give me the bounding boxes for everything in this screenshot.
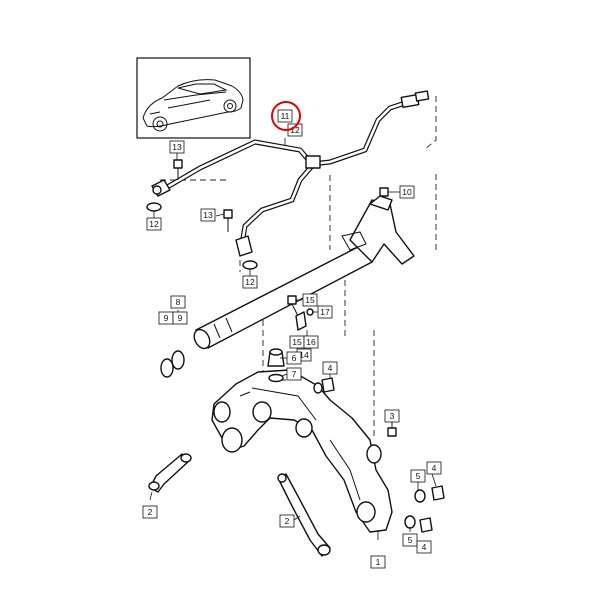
callout-13-b-label: 13 [203,210,213,220]
callout-3-label: 3 [390,411,395,421]
callout-17: 17 [317,305,333,319]
callout-13-b: 13 [200,208,216,222]
callout-16-label: 16 [306,337,316,347]
o-ring-group-top [146,202,258,270]
callout-5-b-label: 5 [408,535,413,545]
callout-14-label: 14 [299,350,309,360]
callouts: 11 12 13 12 13 12 10 8 9 9 15 17 15 16 1… [142,109,442,569]
callout-12-top: 12 [287,123,303,137]
callout-4-c: 4 [416,540,432,554]
car-icon [142,79,244,132]
callout-4-a-label: 4 [328,363,333,373]
callout-1: 1 [370,555,386,569]
bracket-2-right [277,473,331,557]
callout-7-label: 7 [292,369,297,379]
callout-12-a-label: 12 [149,219,159,229]
callout-16: 16 [303,335,319,349]
callout-2-a-label: 2 [148,507,153,517]
callout-1-label: 1 [376,557,381,567]
callout-13-a-label: 13 [172,142,182,152]
callout-12-b: 12 [242,275,258,289]
callout-15-b: 15 [289,335,305,349]
highlight-circle [271,101,301,131]
callout-4-b-label: 4 [432,463,437,473]
callout-10: 10 [399,185,415,199]
o-ring-group-left [160,350,185,378]
callout-12-a: 12 [146,217,162,231]
callout-2-a: 2 [142,505,158,519]
callout-5-b: 5 [402,533,418,547]
water-pipe [193,195,415,350]
callout-5-a: 5 [410,469,426,483]
callout-9-b-label: 9 [178,313,183,323]
callout-6-label: 6 [292,353,297,363]
reference-lines [160,96,437,440]
callout-8: 8 [170,295,186,309]
callout-8-label: 8 [176,297,181,307]
callout-5-a-label: 5 [416,471,421,481]
callout-11: 11 [277,109,293,123]
vehicle-inset [136,57,251,139]
callout-12-top-label: 12 [290,125,300,135]
callout-11-label: 11 [281,111,290,121]
callout-4-c-label: 4 [422,542,427,552]
bolt-group-top [173,159,233,232]
callout-2-b: 2 [279,514,295,528]
callout-13-a: 13 [169,140,185,154]
bracket-2-left [148,453,192,493]
callout-17-label: 17 [320,307,330,317]
callout-6: 6 [286,351,302,365]
coolant-pipe-assembly [151,90,430,257]
callout-9-a: 9 [158,311,174,325]
callout-7: 7 [286,367,302,381]
bracket-assembly [287,295,314,331]
callout-15-a: 15 [302,293,318,307]
callout-15-b-label: 15 [292,337,302,347]
callout-3: 3 [384,409,400,423]
callout-9-b: 9 [172,311,188,325]
callout-9-a-label: 9 [164,313,169,323]
callout-10-label: 10 [402,187,412,197]
callout-4-b: 4 [426,461,442,475]
callout-4-a: 4 [322,361,338,375]
callout-2-b-label: 2 [285,516,290,526]
plug-group-right [313,377,445,533]
callout-12-b-label: 12 [245,277,255,287]
callout-15-a-label: 15 [305,295,315,305]
plug-group [267,348,285,383]
